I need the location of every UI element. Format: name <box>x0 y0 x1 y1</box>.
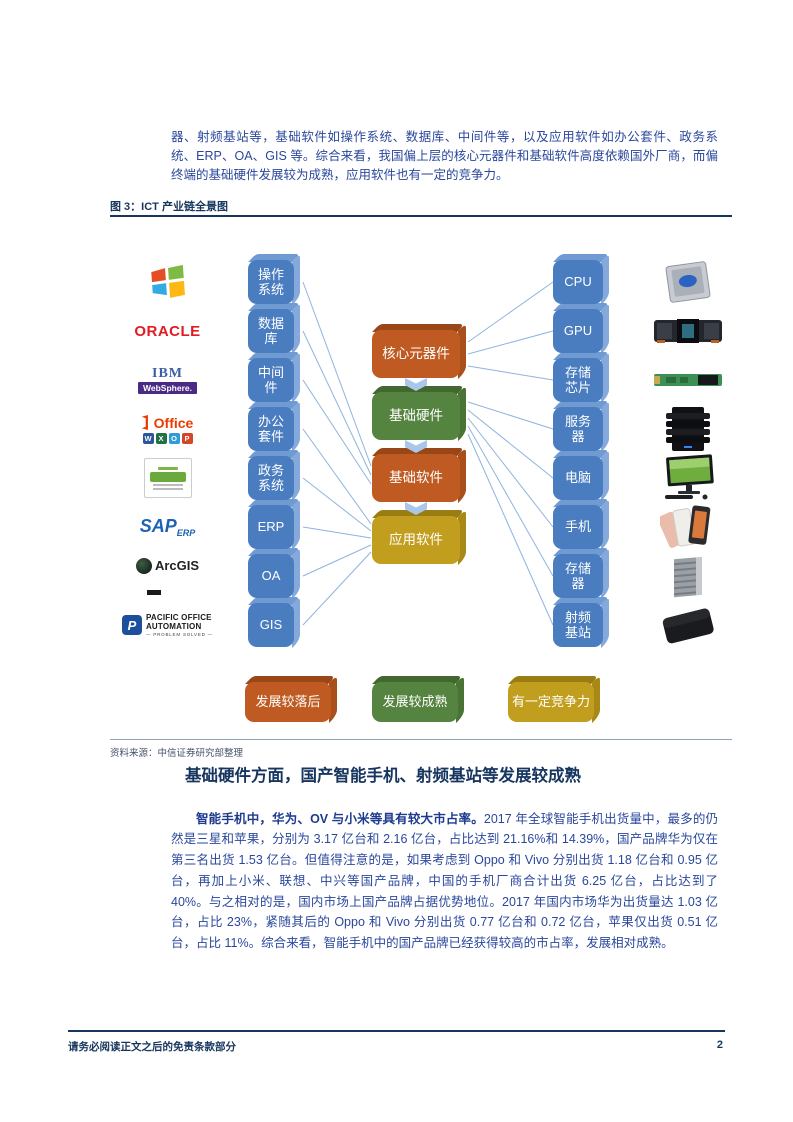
down-arrow-icon <box>405 502 427 515</box>
smartphones-photo <box>643 501 733 553</box>
gpu-board-photo <box>643 305 733 357</box>
cpu-chip-photo <box>643 256 733 308</box>
office-bracket-icon <box>141 415 148 430</box>
pacific-tagline: — PROBLEM SOLVED — <box>145 632 214 638</box>
websphere-band: WebSphere. <box>138 382 197 394</box>
down-arrow-icon <box>405 440 427 453</box>
box-gpu: GPU <box>553 309 603 353</box>
box-memory-chip: 存储芯片 <box>553 358 603 402</box>
box-storage: 存储器 <box>553 554 603 598</box>
box-server: 服务器 <box>553 407 603 451</box>
office-logo: Office W X O P <box>110 403 225 455</box>
footer-rule <box>68 1030 725 1032</box>
arcgis-wordmark: ArcGIS <box>154 558 200 573</box>
box-operating-system: 操作系统 <box>248 260 294 304</box>
footer-disclaimer: 请务必阅读正文之后的免责条款部分 <box>68 1041 236 1053</box>
outlook-tile-icon: O <box>168 432 180 444</box>
body-paragraph: 智能手机中，华为、OV 与小米等具有较大市占率。2017 年全球智能手机出货量中… <box>171 809 718 954</box>
down-arrow-icon <box>405 378 427 391</box>
rf-module-photo <box>643 550 733 602</box>
box-computer: 电脑 <box>553 456 603 500</box>
box-phone: 手机 <box>553 505 603 549</box>
excel-tile-icon: X <box>155 432 167 444</box>
legend-competitive: 有一定竞争力 <box>508 682 594 722</box>
globe-icon <box>135 557 152 574</box>
figure-caption: 图 3：ICT 产业链全景图 <box>110 201 228 213</box>
ict-industry-chain-diagram: ORACLE IBM WebSphere. Office W X O P SAP… <box>110 232 732 737</box>
box-core-components: 核心元器件 <box>372 330 460 378</box>
body-rest: 2017 年全球智能手机出货量中，最多的仍然是三星和苹果，分别为 3.17 亿台… <box>171 811 718 951</box>
box-basic-software: 基础软件 <box>372 454 460 502</box>
body-lead-bold: 智能手机中，华为、OV 与小米等具有较大市占率。 <box>196 811 484 826</box>
ibm-websphere-logo: IBM WebSphere. <box>110 354 225 406</box>
box-erp: ERP <box>248 505 294 549</box>
pacific-line2: AUTOMATION <box>145 622 202 631</box>
legend-lagging: 发展较落后 <box>245 682 331 722</box>
esri-mark <box>146 589 161 595</box>
source-rule <box>110 739 732 740</box>
caption-rule <box>110 215 732 217</box>
legend-mature: 发展较成熟 <box>372 682 458 722</box>
box-basic-hardware: 基础硬件 <box>372 392 460 440</box>
box-gov-system: 政务系统 <box>248 456 294 500</box>
server-tower-photo <box>643 403 733 455</box>
oracle-wordmark: ORACLE <box>134 322 201 340</box>
pacific-office-automation-logo: P PACIFIC OFFICE AUTOMATION — PROBLEM SO… <box>110 599 225 651</box>
oa-software-logo <box>110 452 225 504</box>
office-wordmark: Office <box>153 414 194 431</box>
desktop-pc-photo <box>643 452 733 504</box>
box-oa: OA <box>248 554 294 598</box>
box-gis: GIS <box>248 603 294 647</box>
box-rf-base-station: 射频基站 <box>553 603 603 647</box>
storage-drive-photo <box>643 599 733 651</box>
windows-logo <box>110 256 225 308</box>
box-middleware: 中间件 <box>248 358 294 402</box>
box-database: 数据库 <box>248 309 294 353</box>
figure-source: 资料来源：中信证券研究部整理 <box>110 748 244 759</box>
arcgis-logo: ArcGIS <box>110 550 225 602</box>
page-number: 2 <box>716 1039 723 1051</box>
intro-paragraph: 器、射频基站等，基础软件如操作系统、数据库、中间件等，以及应用软件如办公套件、政… <box>171 130 718 182</box>
office-app-tiles: W X O P <box>142 432 193 444</box>
oracle-logo: ORACLE <box>110 305 225 357</box>
ssd-stick-photo <box>643 354 733 406</box>
word-tile-icon: W <box>142 432 154 444</box>
box-office-suite: 办公套件 <box>248 407 294 451</box>
pacific-p-icon: P <box>121 615 142 635</box>
ibm-wordmark: IBM <box>152 366 183 381</box>
powerpoint-tile-icon: P <box>181 432 193 444</box>
box-cpu: CPU <box>553 260 603 304</box>
pacific-line1: PACIFIC OFFICE <box>145 612 212 622</box>
box-application-software: 应用软件 <box>372 516 460 564</box>
connector-lines <box>302 281 554 626</box>
erp-subtext: ERP <box>176 528 196 539</box>
sap-erp-logo: SAPERP <box>110 501 225 553</box>
sap-wordmark: SAP <box>139 515 177 536</box>
section-heading: 基础硬件方面，国产智能手机、射频基站等发展较成熟 <box>185 767 581 785</box>
